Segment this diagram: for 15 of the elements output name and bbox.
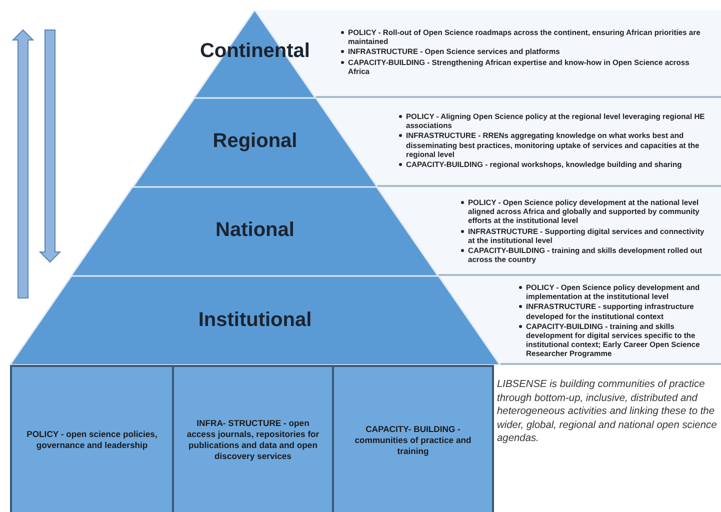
tier-heading: Institutional: [198, 309, 312, 332]
description-panel: [316, 98, 721, 187]
pyramid-tier: [71, 187, 439, 276]
base-block: [332, 365, 494, 512]
base-block: [172, 365, 334, 512]
block-text: INFRA- STRUCTURE - open access journals, repositories for publications and data and open discovery services: [186, 418, 320, 462]
base-block: [10, 365, 174, 512]
block-text: CAPACITY- BUILDING - communities of practice and training: [354, 424, 472, 456]
tier-heading: Regional: [212, 130, 298, 153]
block-text: POLICY - open science policies, governance and leadership: [26, 429, 158, 451]
tier-heading: National: [216, 219, 294, 242]
note-text: LIBSENSE is building communities of practice through bottom-up, inclusive, distributed and heterogeneous activities and linking these to the wider, global, regional and national open science agendas.: [497, 378, 718, 446]
pyramid-tier: [10, 276, 500, 365]
description-panel: [377, 187, 721, 276]
description-panel: [438, 276, 721, 365]
